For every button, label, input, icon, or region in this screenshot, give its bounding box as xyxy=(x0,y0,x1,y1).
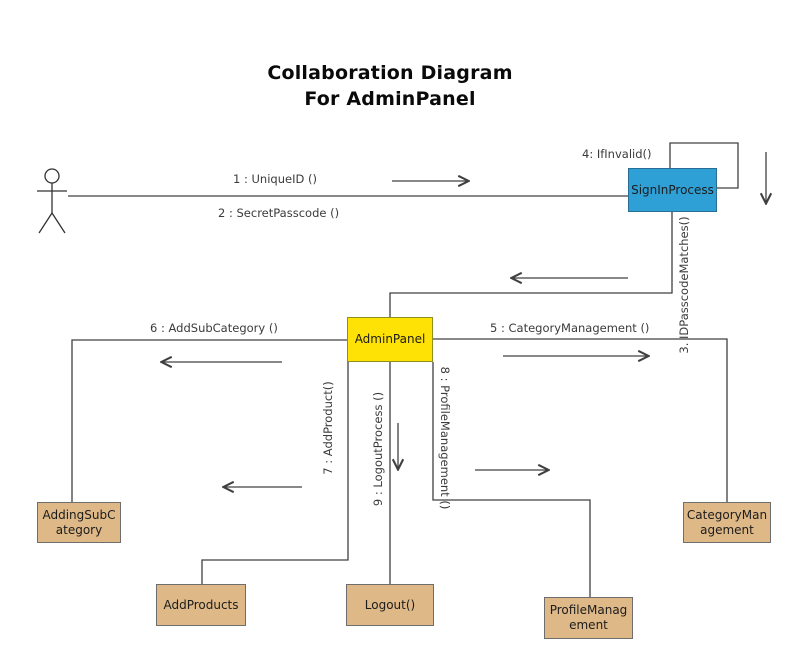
diagram-title: Collaboration Diagram For AdminPanel xyxy=(0,60,780,112)
message-label-1-uniqueid: 1 : UniqueID () xyxy=(233,172,317,186)
link-signin-self-loop xyxy=(669,142,739,189)
node-adminpanel: AdminPanel xyxy=(347,317,433,362)
message-label-3-idpasscodematches: 3. IDPasscodeMatches() xyxy=(677,216,691,354)
node-categorymanagement: CategoryManagement xyxy=(683,502,771,543)
node-addproducts: AddProducts xyxy=(156,584,246,626)
node-signinprocess: SignInProcess xyxy=(628,168,717,212)
message-label-7-addproduct: 7 : AddProduct() xyxy=(321,381,335,475)
actor-stick-figure xyxy=(37,168,67,234)
message-label-8-profilemanagement: 8 : ProfileManagement () xyxy=(438,366,452,510)
link-admin-profilemanagement xyxy=(432,362,591,597)
node-addingsubcategory: AddingSubCategory xyxy=(37,502,121,543)
link-admin-categorymanagement xyxy=(433,338,728,502)
message-label-2-secretpasscode: 2 : SecretPasscode () xyxy=(218,206,340,220)
actor-head xyxy=(44,168,60,184)
message-label-9-logoutprocess: 9 : LogoutProcess () xyxy=(371,391,385,507)
actor-leg-left xyxy=(38,212,53,234)
link-signin-admin xyxy=(389,212,673,317)
diagram-title-line2: For AdminPanel xyxy=(304,88,476,110)
link-admin-addingsubcategory xyxy=(71,339,347,502)
message-label-6-addsubcategory: 6 : AddSubCategory () xyxy=(150,321,278,335)
message-label-5-categorymanagement: 5 : CategoryManagement () xyxy=(490,321,650,335)
link-admin-addproducts xyxy=(201,362,349,584)
message-label-4-ifinvalid: 4: IfInvalid() xyxy=(582,147,652,161)
node-logout: Logout() xyxy=(346,584,434,626)
actor-leg-right xyxy=(51,212,66,234)
node-profilemanagement: ProfileManagement xyxy=(544,597,633,639)
diagram-title-line1: Collaboration Diagram xyxy=(267,62,513,84)
